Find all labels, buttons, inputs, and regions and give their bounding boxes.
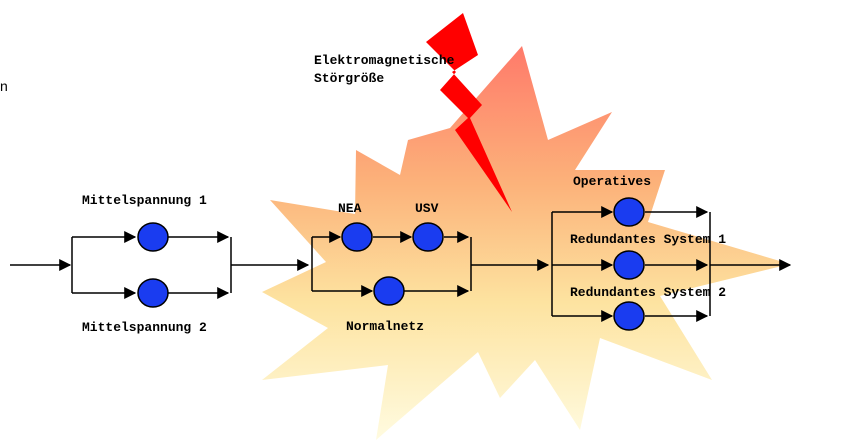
redundantes-system-2-label: Redundantes System 2	[570, 285, 727, 300]
nea-label: NEA	[338, 201, 362, 216]
mittelspannung-2-node	[137, 278, 169, 308]
lightning-bolt-icon	[426, 13, 512, 212]
cropped-text-fragment: n	[0, 78, 8, 94]
usv-node	[412, 222, 444, 252]
explosion-burst-shape	[262, 46, 790, 440]
normalnetz-node	[373, 276, 405, 306]
component-nodes	[137, 197, 645, 331]
nea-node	[341, 222, 373, 252]
mittelspannung-2-label: Mittelspannung 2	[82, 320, 207, 335]
redundantes-system-2-node	[613, 301, 645, 331]
operatives-label: Operatives	[573, 174, 652, 189]
emi-label-line-2: Störgröße	[314, 71, 385, 86]
connection-lines	[10, 206, 792, 322]
normalnetz-label: Normalnetz	[346, 319, 425, 334]
mittelspannung-1-label: Mittelspannung 1	[82, 193, 207, 208]
redundantes-system-1-node	[613, 250, 645, 280]
redundantes-system-1-label: Redundantes System 1	[570, 232, 727, 247]
usv-label: USV	[415, 201, 439, 216]
operatives-node	[613, 197, 645, 227]
emi-label-line-1: Elektromagnetische	[314, 53, 455, 68]
mittelspannung-1-node	[137, 222, 169, 252]
